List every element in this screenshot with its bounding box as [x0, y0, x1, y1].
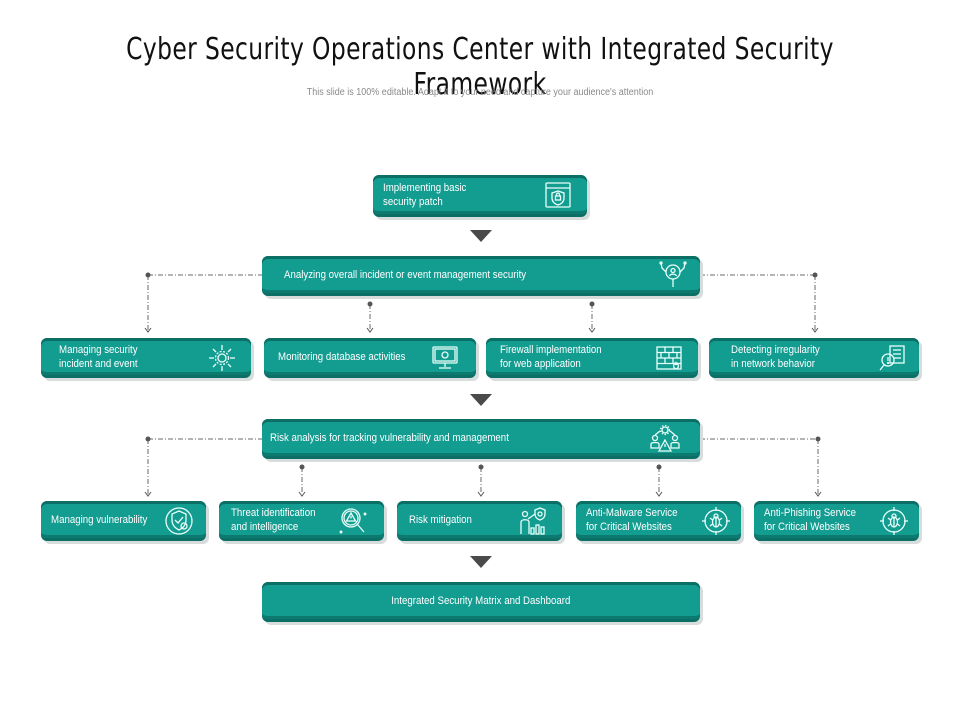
- step-label: Analyzing overall incident or event mana…: [284, 268, 527, 281]
- step-firewall-implementation[interactable]: Firewall implementation for web applicat…: [486, 338, 698, 378]
- connector-dot: [812, 272, 818, 278]
- connector-arrowhead: [366, 327, 374, 333]
- step-managing-security-incident[interactable]: Managing security incident and event: [41, 338, 251, 378]
- shield-check-gear-icon: [164, 506, 194, 536]
- step-label: Monitoring database activities: [278, 350, 406, 363]
- page-subtitle: This slide is 100% editable. Adapt it to…: [306, 87, 654, 98]
- monitor-gear-icon: [430, 343, 460, 373]
- step-label: Implementing basic security patch: [383, 181, 467, 208]
- gear-arrows-icon: [207, 343, 237, 373]
- connector-dot: [815, 436, 821, 442]
- connector-dot: [478, 464, 484, 470]
- step-label: Threat identification and intelligence: [231, 506, 316, 533]
- connector-arrowhead: [477, 491, 485, 497]
- step-label: Firewall implementation for web applicat…: [500, 343, 602, 370]
- flow-arrow-down: [470, 556, 492, 568]
- flow-arrow-down: [470, 230, 492, 242]
- connector-dot: [656, 464, 662, 470]
- magnifier-user-network-icon: [658, 260, 688, 290]
- step-anti-malware[interactable]: Anti-Malware Service for Critical Websit…: [576, 501, 741, 541]
- step-integrated-security-dashboard[interactable]: Integrated Security Matrix and Dashboard: [262, 582, 700, 622]
- step-label-wrapper: Integrated Security Matrix and Dashboard: [262, 594, 700, 608]
- bug-target-icon: [701, 506, 731, 536]
- connector-arrowhead: [144, 327, 152, 333]
- step-analyzing-incident-management[interactable]: Analyzing overall incident or event mana…: [262, 256, 700, 296]
- connector-dot: [145, 272, 151, 278]
- team-gear-warning-icon: [650, 424, 680, 454]
- person-shield-chart-icon: [518, 506, 548, 536]
- connector-dot: [367, 301, 373, 307]
- connector-arrowhead: [588, 327, 596, 333]
- connector-arrowhead: [814, 491, 822, 497]
- step-label: Detecting irregularity in network behavi…: [731, 343, 820, 370]
- connector-arrowhead: [298, 491, 306, 497]
- step-detecting-irregularity[interactable]: Detecting irregularity in network behavi…: [709, 338, 919, 378]
- step-managing-vulnerability[interactable]: Managing vulnerability: [41, 501, 206, 541]
- browser-shield-lock-icon: [543, 180, 573, 210]
- connector-dot: [145, 436, 151, 442]
- step-monitoring-database[interactable]: Monitoring database activities: [264, 338, 476, 378]
- bug-target-icon: [879, 506, 909, 536]
- step-label: Managing vulnerability: [51, 513, 148, 526]
- step-label: Risk mitigation: [409, 513, 472, 526]
- step-label: Anti-Phishing Service for Critical Websi…: [764, 506, 857, 533]
- step-label: Managing security incident and event: [59, 343, 138, 370]
- document-magnifier-icon: [877, 343, 907, 373]
- flow-arrow-down: [470, 394, 492, 406]
- connector-arrowhead: [144, 491, 152, 497]
- step-label: Risk analysis for tracking vulnerability…: [270, 431, 509, 444]
- step-implementing-security-patch[interactable]: Implementing basic security patch: [373, 175, 587, 217]
- connector-dot: [589, 301, 595, 307]
- step-anti-phishing[interactable]: Anti-Phishing Service for Critical Websi…: [754, 501, 919, 541]
- step-threat-identification[interactable]: Threat identification and intelligence: [219, 501, 384, 541]
- connector-arrowhead: [811, 327, 819, 333]
- magnifier-warning-icon: [338, 506, 368, 536]
- step-label: Anti-Malware Service for Critical Websit…: [586, 506, 678, 533]
- step-risk-mitigation[interactable]: Risk mitigation: [397, 501, 562, 541]
- connector-dot: [299, 464, 305, 470]
- firewall-icon: [654, 343, 684, 373]
- page-title: Cyber Security Operations Center with In…: [126, 32, 834, 102]
- step-label: Integrated Security Matrix and Dashboard: [391, 594, 571, 607]
- connector-arrowhead: [655, 491, 663, 497]
- step-risk-analysis[interactable]: Risk analysis for tracking vulnerability…: [262, 419, 700, 459]
